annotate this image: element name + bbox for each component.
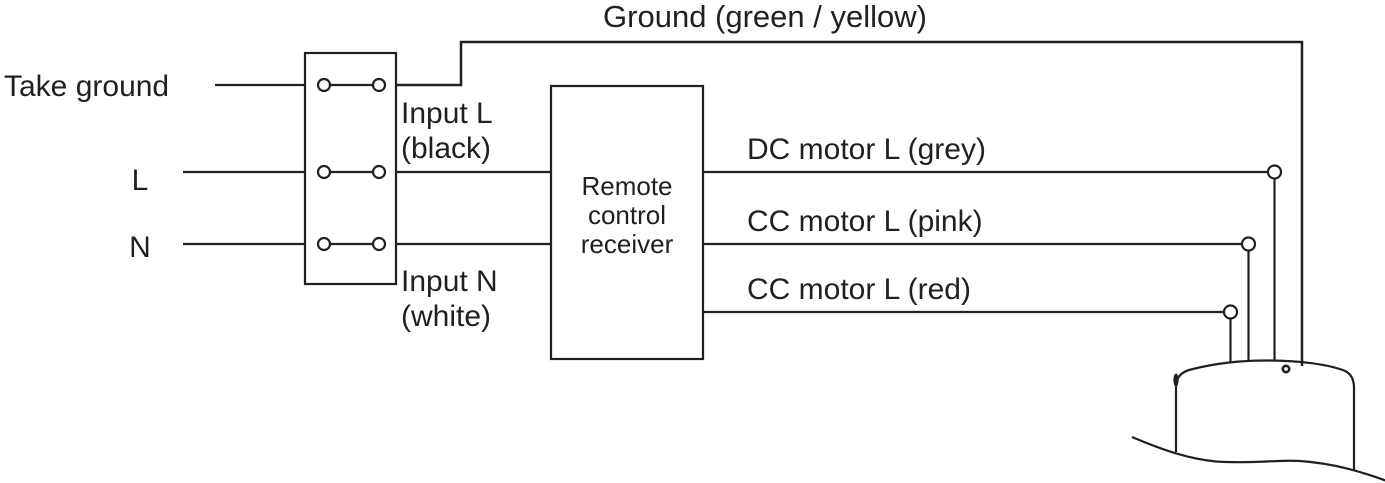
motor-edge-mark [1173,373,1179,387]
terminal-row-l [316,164,387,180]
receiver-label-line1: Remote [581,171,673,201]
remote-control-receiver-box [549,84,705,361]
pink-wire-connector [1240,236,1257,252]
motor-screw-dot [1281,364,1291,374]
ground-wire [396,40,1304,366]
cc-motor-red-wire [703,304,1239,362]
motor-base-curve [1131,435,1385,482]
grey-wire-connector [1266,164,1283,180]
remote-control-receiver-label: Remote control receiver [551,172,703,259]
take-ground-label: Take ground [4,70,170,103]
line-l-label: L [131,164,149,197]
input-n-label: Input N (white) [401,264,498,334]
motor-housing [1174,359,1356,470]
dc-motor-grey-label: DC motor L (grey) [747,133,986,166]
cc-motor-pink-label: CC motor L (pink) [747,205,983,238]
terminal-row-ground [316,77,387,93]
dc-motor-grey-wire [703,164,1283,361]
input-l-label-line1: Input L [401,97,493,130]
red-wire-connector [1222,304,1239,320]
terminal-block [303,51,398,286]
input-l-label: Input L (black) [401,96,493,166]
input-n-label-line2: (white) [401,300,492,333]
input-l-label-line2: (black) [401,132,492,165]
terminal-row-n [316,236,387,252]
input-n-label-line1: Input N [401,265,498,298]
receiver-label-line2: control [587,200,667,230]
receiver-label-line3: receiver [580,229,674,259]
neutral-n-label: N [129,231,151,264]
cc-motor-red-label: CC motor L (red) [747,273,971,306]
cc-motor-pink-wire [703,236,1257,361]
ground-wire-label: Ground (green / yellow) [603,0,927,34]
